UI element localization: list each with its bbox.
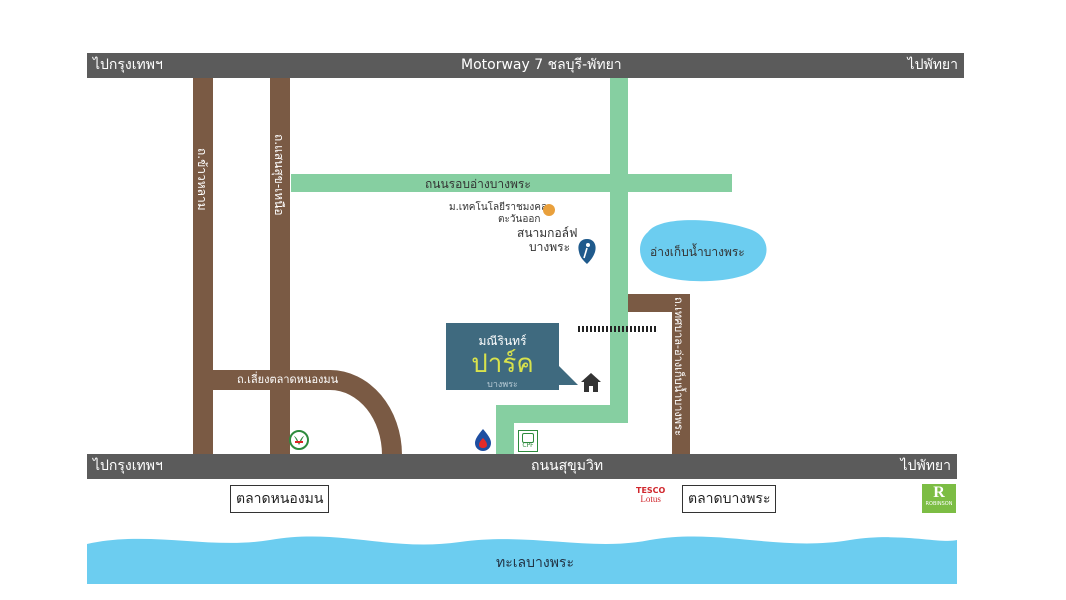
bottom-highway-left-label: ไปกรุงเทพฯ	[93, 458, 163, 474]
brown-road-bypass	[213, 370, 402, 455]
kasikorn-bank-icon	[289, 430, 309, 450]
university-label-2: ตะวันออก	[498, 214, 541, 225]
sea-label: ทะเลบางพระ	[496, 555, 574, 571]
reservoir-shape	[640, 220, 767, 282]
green-road-ring	[291, 174, 732, 192]
reservoir-road-label: ถ.เทศบาล-อ่างเก็บน้ำบางพระ	[672, 297, 685, 436]
bypass-road-label: ถ.เลี่ยงตลาดหนองมน	[237, 373, 339, 386]
brown-road-khao-ham	[193, 78, 213, 455]
lotus-label: Lotus	[640, 494, 661, 504]
bottom-highway-center-label: ถนนสุขุมวิท	[531, 458, 604, 474]
project-name-sub: บางพระ	[487, 380, 518, 390]
top-highway-left-label: ไปกรุงเทพฯ	[93, 57, 163, 73]
top-highway-right-label: ไปพัทยา	[907, 57, 958, 73]
ring-road-label: ถนนรอบอ่างบางพระ	[425, 177, 531, 191]
green-road-connector	[496, 405, 628, 423]
cpf-label: CPF	[522, 442, 534, 449]
university-marker-icon	[543, 204, 555, 216]
project-name-top: มณีรินทร์	[478, 334, 527, 348]
brown-road-saensuk	[270, 78, 290, 455]
tesco-label: TESCO	[636, 486, 666, 495]
golf-label-1: สนามกอล์ฟ	[517, 226, 578, 240]
saensuk-road-label: ถ.แสนสุข-เหนือ	[272, 134, 286, 216]
tesco-lotus-logo: TESCO Lotus	[636, 487, 665, 504]
project-marker[interactable]: มณีรินทร์ ปาร์ค บางพระ	[446, 323, 559, 390]
green-road-to-sukhumvit	[496, 405, 514, 455]
ptt-station-icon	[475, 429, 491, 451]
reservoir-label: อ่างเก็บน้ำบางพระ	[650, 245, 745, 259]
golf-icon	[578, 239, 596, 264]
robinson-icon: R ROBINSON	[922, 484, 956, 513]
robinson-label: ROBINSON	[925, 501, 953, 507]
university-label-1: ม.เทคโนโลยีราชมงคล	[449, 202, 548, 213]
cpf-icon: CPF	[518, 430, 538, 452]
top-highway: ไปกรุงเทพฯ Motorway 7 ชลบุรี-พัทยา ไปพัท…	[87, 53, 964, 78]
bottom-highway-right-label: ไปพัทยา	[900, 458, 951, 474]
bottom-highway: ไปกรุงเทพฯ ถนนสุขุมวิท ไปพัทยา	[87, 454, 957, 479]
golf-label-2: บางพระ	[529, 240, 571, 254]
top-highway-center-label: Motorway 7 ชลบุรี-พัทยา	[461, 57, 622, 73]
market-bang-phra: ตลาดบางพระ	[682, 485, 777, 513]
project-pointer	[558, 365, 578, 385]
brown-road-reservoir	[672, 294, 690, 455]
khao-ham-road-label: ถ.ข้าวหลาม	[195, 148, 209, 211]
green-road-vertical	[610, 78, 628, 423]
market-nong-mon: ตลาดหนองมน	[230, 485, 330, 513]
project-name-main: ปาร์ค	[471, 349, 534, 379]
sea-shape	[87, 536, 957, 584]
home-icon	[581, 373, 601, 392]
